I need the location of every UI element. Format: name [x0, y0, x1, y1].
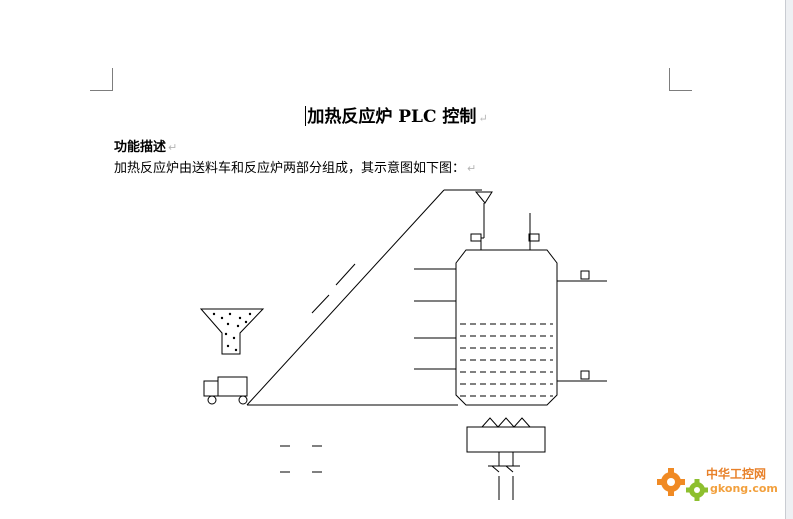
incline-marker-2: [335, 263, 356, 286]
heater-coil: [481, 417, 531, 428]
paragraph-mark: ↵: [168, 141, 178, 154]
outlet-valve-lower: [580, 370, 590, 380]
paragraph-mark: ↵: [467, 162, 477, 175]
vertical-scrollbar-edge[interactable]: [785, 0, 793, 519]
feed-cart-body: [217, 376, 248, 397]
feed-valve: [470, 233, 482, 242]
heading-text: 功能描述: [114, 140, 167, 155]
incline-marker-1: [311, 294, 330, 314]
body-paragraph[interactable]: 加热反应炉由送料车和反应炉两部分组成，其示意图如下图：↵: [114, 157, 476, 176]
margin-corner-top-right: [669, 68, 692, 91]
heater-circuit: [466, 426, 546, 453]
watermark-domain: gkong.com: [710, 482, 778, 495]
cart-wheel-left: [207, 395, 217, 405]
margin-corner-top-left: [90, 68, 113, 91]
feed-funnel: [474, 191, 493, 204]
hopper-granules: [212, 312, 252, 352]
gkong-logo-icon: [657, 468, 708, 501]
vent-valve: [528, 233, 540, 242]
paragraph-mark: ↵: [478, 112, 488, 125]
heater-contactor-right: [505, 465, 514, 473]
liquid-level-lines: [460, 323, 553, 397]
feed-cart-cab: [203, 380, 219, 397]
document-title[interactable]: 加热反应炉 PLC 控制↵: [0, 102, 793, 127]
feed-hopper: [199, 308, 265, 355]
watermark-name: 中华工控网: [706, 467, 767, 481]
incline-rail: [246, 189, 445, 406]
paragraph-text: 加热反应炉由送料车和反应炉两部分组成，其示意图如下图：: [114, 161, 466, 176]
heater-contactor-left: [491, 465, 500, 473]
text-cursor: [305, 106, 307, 126]
section-heading[interactable]: 功能描述↵: [114, 136, 177, 155]
cart-wheel-right: [238, 395, 248, 405]
outlet-valve-upper: [580, 270, 590, 280]
title-text: 加热反应炉 PLC 控制: [307, 107, 477, 127]
reactor-vessel: [455, 249, 558, 406]
